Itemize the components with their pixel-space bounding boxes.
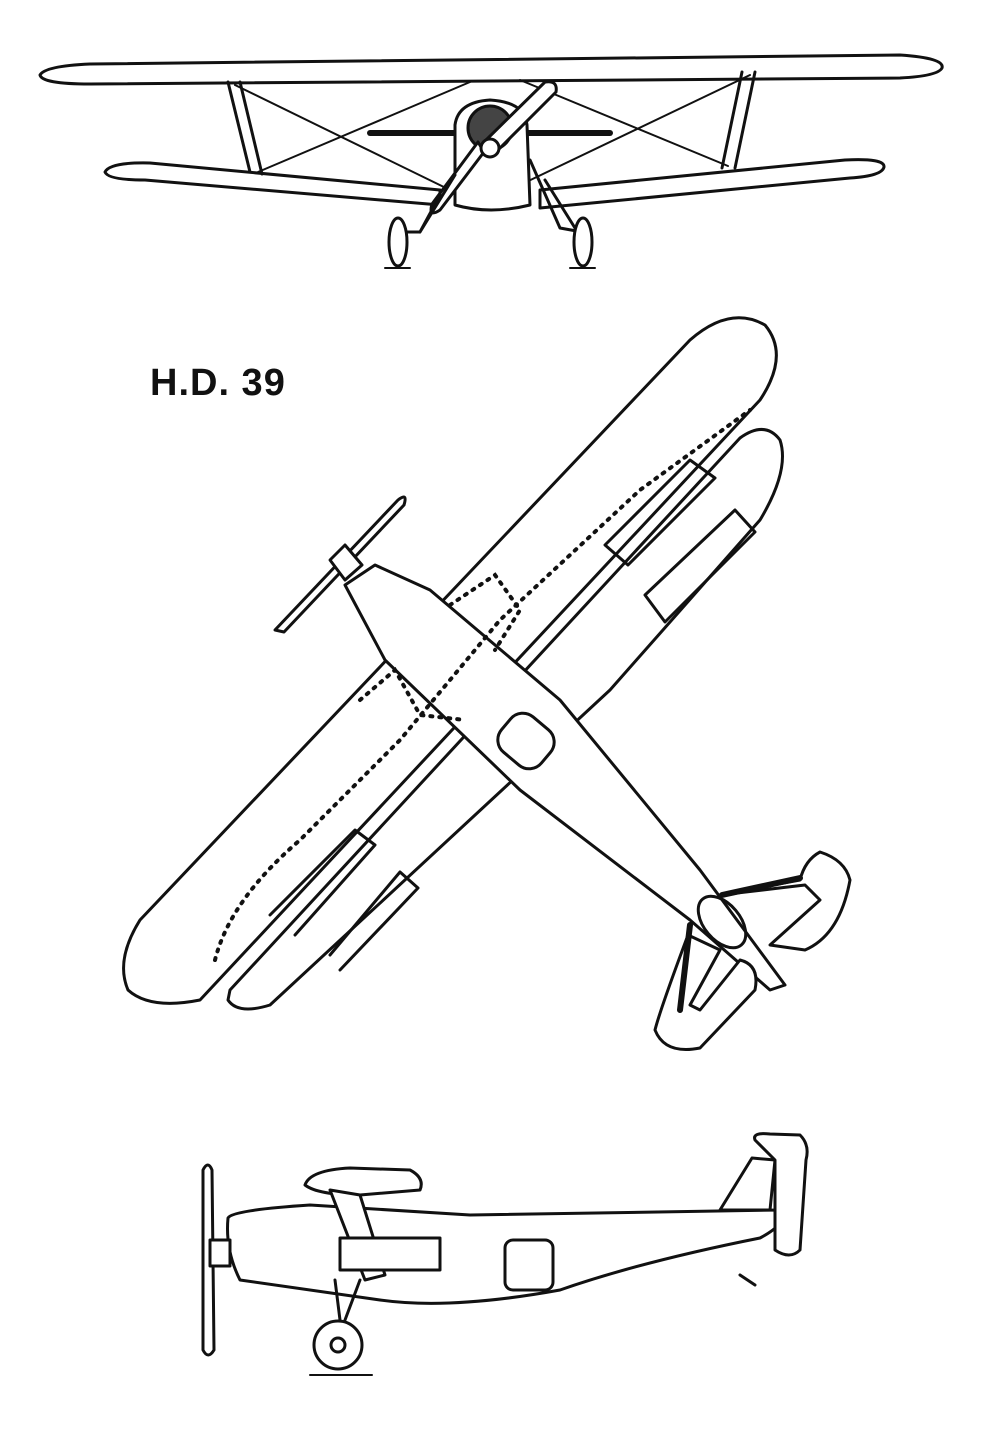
- front-spinner: [479, 137, 501, 159]
- side-tail-fin: [718, 1156, 777, 1212]
- plan-aileron-lower-left: [328, 870, 420, 972]
- front-left-strut: [226, 80, 252, 174]
- side-wheel: [312, 1319, 364, 1371]
- plan-view: [122, 316, 852, 1051]
- plan-tailplane-right: [718, 850, 852, 952]
- front-lower-wing: [103, 161, 442, 207]
- side-spinner: [208, 1238, 232, 1268]
- side-window-front: [338, 1236, 442, 1272]
- aircraft-designation-title: H.D. 39: [150, 362, 286, 404]
- front-right-strut-2: [733, 70, 757, 170]
- plan-aileron-upper-left: [268, 828, 377, 937]
- side-rudder: [753, 1132, 809, 1257]
- plan-spinner: [328, 543, 364, 582]
- side-wheel-hub: [329, 1336, 347, 1354]
- front-upper-wing: [38, 53, 944, 86]
- plan-aileron-lower-right: [643, 508, 757, 624]
- plan-elevator-hinge: [677, 875, 803, 1013]
- front-view: [38, 53, 944, 269]
- front-lower-wing-right: [538, 158, 886, 210]
- plan-aileron-upper-right: [603, 458, 717, 567]
- side-tailskid: [738, 1273, 757, 1287]
- plan-tailplane-left: [653, 933, 758, 1051]
- plan-hidden-struts: [358, 572, 523, 722]
- side-upper-wing: [303, 1166, 423, 1197]
- plan-hidden-wing-outline: [213, 408, 752, 962]
- plan-cockpit: [496, 711, 556, 771]
- front-wheel-right: [572, 216, 594, 268]
- front-right-strut: [720, 70, 744, 170]
- side-gear-strut: [333, 1278, 362, 1322]
- front-left-strut-2: [238, 80, 264, 176]
- front-wheel-left: [387, 216, 409, 268]
- side-view: [201, 1132, 809, 1376]
- front-bracing-wires-left: [234, 81, 471, 191]
- side-window-rear: [503, 1238, 555, 1292]
- plan-tail-fin: [696, 894, 748, 950]
